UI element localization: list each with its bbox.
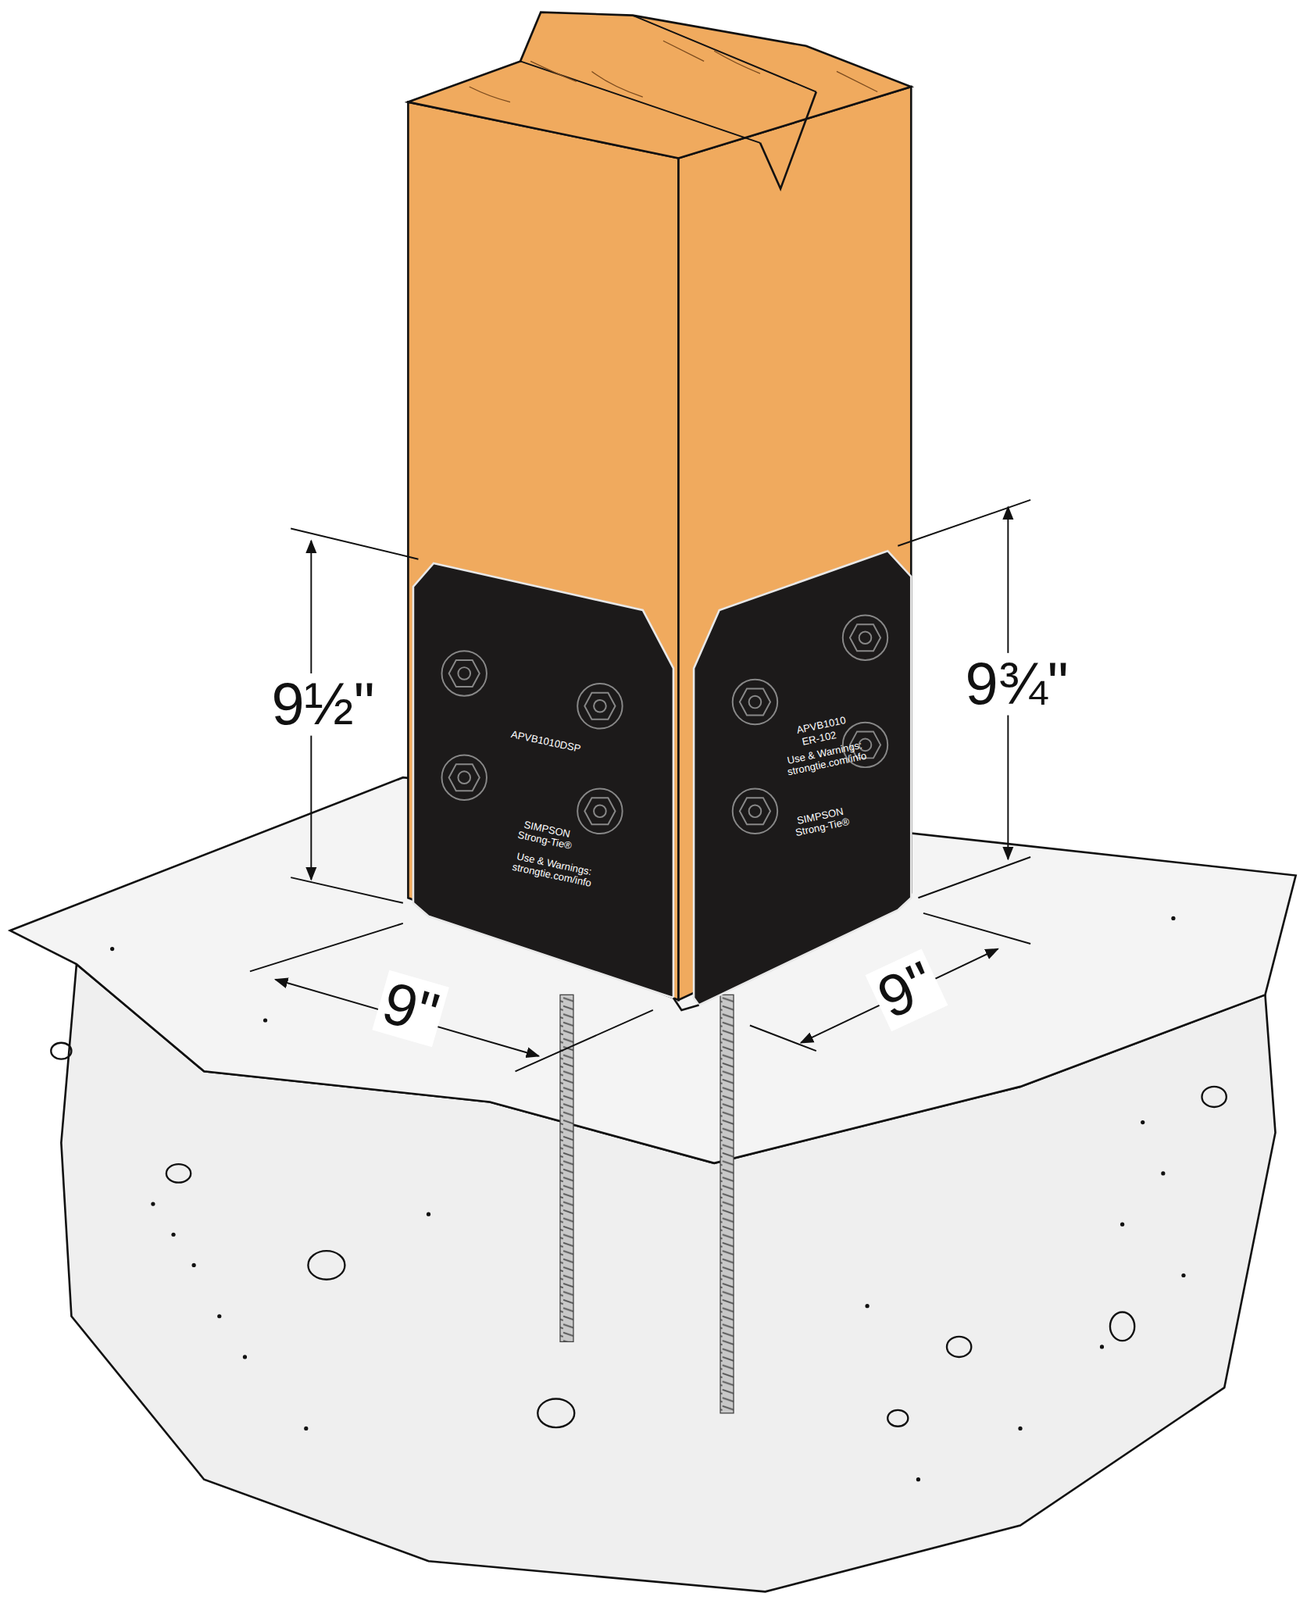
- dimension-label: 9½": [267, 673, 379, 736]
- dimension-label: 9¾": [960, 653, 1073, 716]
